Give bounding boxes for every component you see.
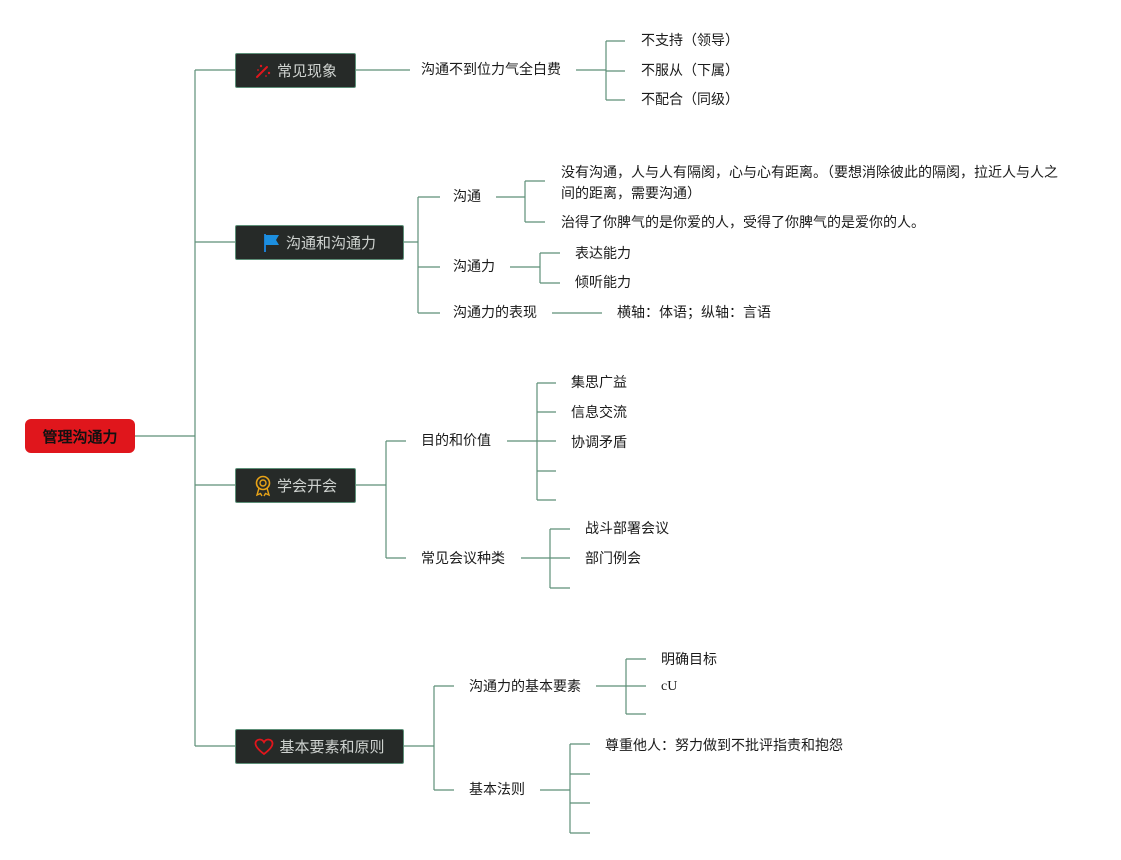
- leaf-node[interactable]: 不服从（下属）: [641, 63, 739, 79]
- topic-node[interactable]: 沟通力的基本要素: [469, 679, 581, 695]
- branch-label: 常见现象: [276, 62, 337, 80]
- magic-wand-icon: [254, 62, 272, 80]
- topic-node[interactable]: 沟通不到位力气全白费: [421, 62, 561, 78]
- connector-b1-c0: [496, 180, 545, 223]
- leaf-node[interactable]: 尊重他人：努力做到不批评指责和抱怨: [605, 738, 843, 754]
- branch-label: 基本要素和原则: [279, 738, 385, 756]
- connector-branch-0: [356, 40, 625, 101]
- heart-icon: [254, 738, 274, 756]
- leaf-node[interactable]: 表达能力: [575, 246, 631, 262]
- award-ribbon-icon: [254, 475, 272, 497]
- topic-node[interactable]: 目的和价值: [421, 433, 491, 449]
- leaf-node[interactable]: 集思广益: [571, 375, 627, 391]
- topic-node[interactable]: 沟通力: [453, 259, 495, 275]
- leaf-node[interactable]: 倾听能力: [575, 275, 631, 291]
- branch-node-common-phenomena[interactable]: 常见现象: [235, 53, 356, 88]
- topic-node[interactable]: 基本法则: [469, 782, 525, 798]
- trunk-line: [135, 69, 235, 747]
- leaf-node[interactable]: 没有沟通，人与人有隔阂，心与心有距离。（要想消除彼此的隔阂，拉近人与人之间的距离…: [561, 165, 1058, 202]
- leaf-node[interactable]: cU: [661, 679, 678, 694]
- leaf-node[interactable]: 战斗部署会议: [585, 521, 669, 537]
- branch-node-principles[interactable]: 基本要素和原则: [235, 729, 404, 764]
- leaf-node[interactable]: 信息交流: [571, 405, 627, 421]
- branch-label: 沟通和沟通力: [285, 234, 376, 252]
- root-label: 管理沟通力: [42, 427, 118, 446]
- leaf-node[interactable]: 横轴：体语；纵轴：言语: [617, 305, 771, 321]
- branch-label: 学会开会: [276, 477, 337, 495]
- flag-icon: [263, 233, 281, 253]
- branch-node-communication[interactable]: 沟通和沟通力: [235, 225, 404, 260]
- connector-b3-c1: [540, 743, 590, 834]
- leaf-node[interactable]: 不配合（同级）: [641, 92, 739, 108]
- leaf-node[interactable]: 明确目标: [661, 652, 717, 668]
- topic-node[interactable]: 沟通: [453, 189, 481, 205]
- connector-branch-3: [404, 685, 454, 791]
- connector-b1-c1: [510, 252, 560, 284]
- connector-b3-c0: [596, 658, 646, 715]
- branch-node-meetings[interactable]: 学会开会: [235, 468, 356, 503]
- connector-branch-2: [356, 440, 406, 559]
- leaf-node[interactable]: 协调矛盾: [571, 435, 627, 451]
- topic-node[interactable]: 沟通力的表现: [453, 305, 537, 321]
- leaf-node[interactable]: 治得了你脾气的是你爱的人，受得了你脾气的是爱你的人。: [561, 215, 925, 231]
- root-node[interactable]: 管理沟通力: [25, 419, 135, 453]
- connector-b2-c1: [521, 528, 570, 589]
- topic-node[interactable]: 常见会议种类: [421, 551, 505, 567]
- leaf-node[interactable]: 部门例会: [585, 551, 641, 567]
- leaf-node[interactable]: 不支持（领导）: [641, 33, 739, 49]
- connector-b2-c0: [507, 382, 556, 501]
